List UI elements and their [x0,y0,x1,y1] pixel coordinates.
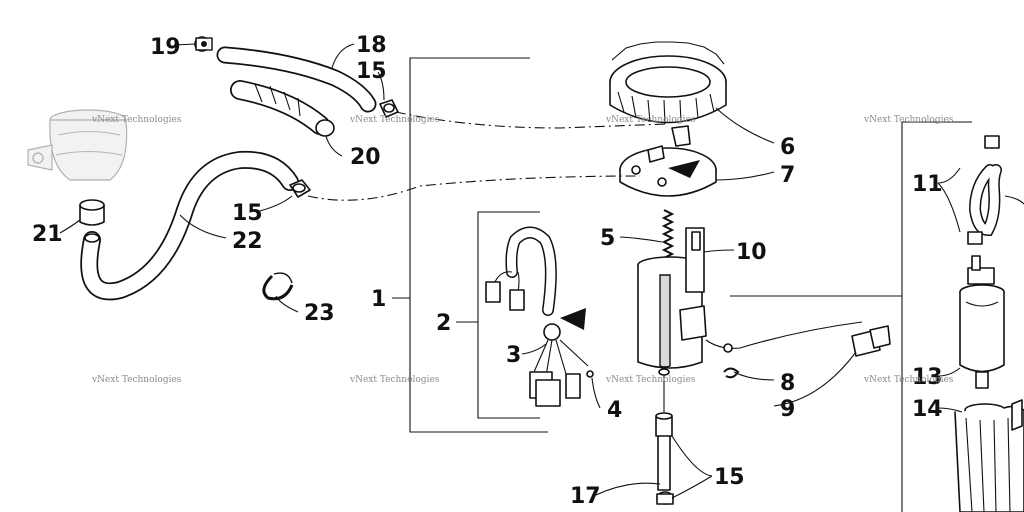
sensor-harness-part-9 [705,321,891,357]
callout-13: 13 [912,365,943,390]
callout-15-left: 15 [232,201,263,226]
hose-clamp-part-19 [194,36,213,52]
callout-2: 2 [436,311,451,336]
pump-bracket-right [730,121,972,512]
vent-hose-part-20 [230,80,335,137]
dashed-leader-upper [395,111,669,129]
pump-flange-part-7 [619,125,717,197]
callout-23: 23 [304,301,335,326]
callout-17: 17 [570,484,601,509]
clip-part-8 [723,367,740,379]
pump-reservoir-part-10 [637,227,707,412]
hose-clamp-part-15-lower [656,491,674,505]
callout-8: 8 [780,371,795,396]
pump-hose-part-11 [967,135,1024,245]
callout-10: 10 [736,240,767,265]
callout-15-lower: 15 [714,465,745,490]
callout-19: 19 [150,35,181,60]
leader-lines [59,43,963,499]
lock-ring-part-6 [609,41,727,125]
watermark-7: vNext Technologies [605,375,696,385]
watermark-2: vNext Technologies [349,115,440,125]
assembly-bracket-1 [392,57,548,433]
fuel-filter-housing-ghost [27,109,128,181]
callout-1: 1 [371,287,386,312]
callout-6: 6 [780,135,795,160]
harness-bracket-2 [456,211,540,419]
dashed-leader-lower [307,175,641,201]
callout-18: 18 [356,33,387,58]
fuel-pump-part-13 [959,255,1005,389]
tube-part-17 [655,412,673,491]
wiring-harness-part-2 [485,226,594,407]
watermark-5: vNext Technologies [91,375,182,385]
watermark-4: vNext Technologies [863,115,954,125]
callout-5: 5 [600,226,615,251]
watermark-3: vNext Technologies [605,115,696,125]
callout-14: 14 [912,397,943,422]
watermark-8: vNext Technologies [863,375,954,385]
callout-15-upper: 15 [356,59,387,84]
callout-22: 22 [232,229,263,254]
callout-7: 7 [780,163,795,188]
callout-4: 4 [607,398,622,423]
fuel-hose-part-22 [80,150,299,301]
callout-20: 20 [350,145,381,170]
hose-clamp-part-15-left [289,179,311,198]
watermark-6: vNext Technologies [349,375,440,385]
callout-9: 9 [780,397,795,422]
callout-3: 3 [506,343,521,368]
watermark-1: vNext Technologies [91,115,182,125]
callout-11: 11 [912,172,943,197]
hose-clamp-part-15-upper [379,99,399,118]
vent-hose-part-18 [216,46,377,113]
filter-fitting-part-21 [79,199,105,226]
callout-21: 21 [32,222,63,247]
pump-strainer-part-14 [954,399,1024,512]
hose-clip-part-23 [262,272,294,301]
